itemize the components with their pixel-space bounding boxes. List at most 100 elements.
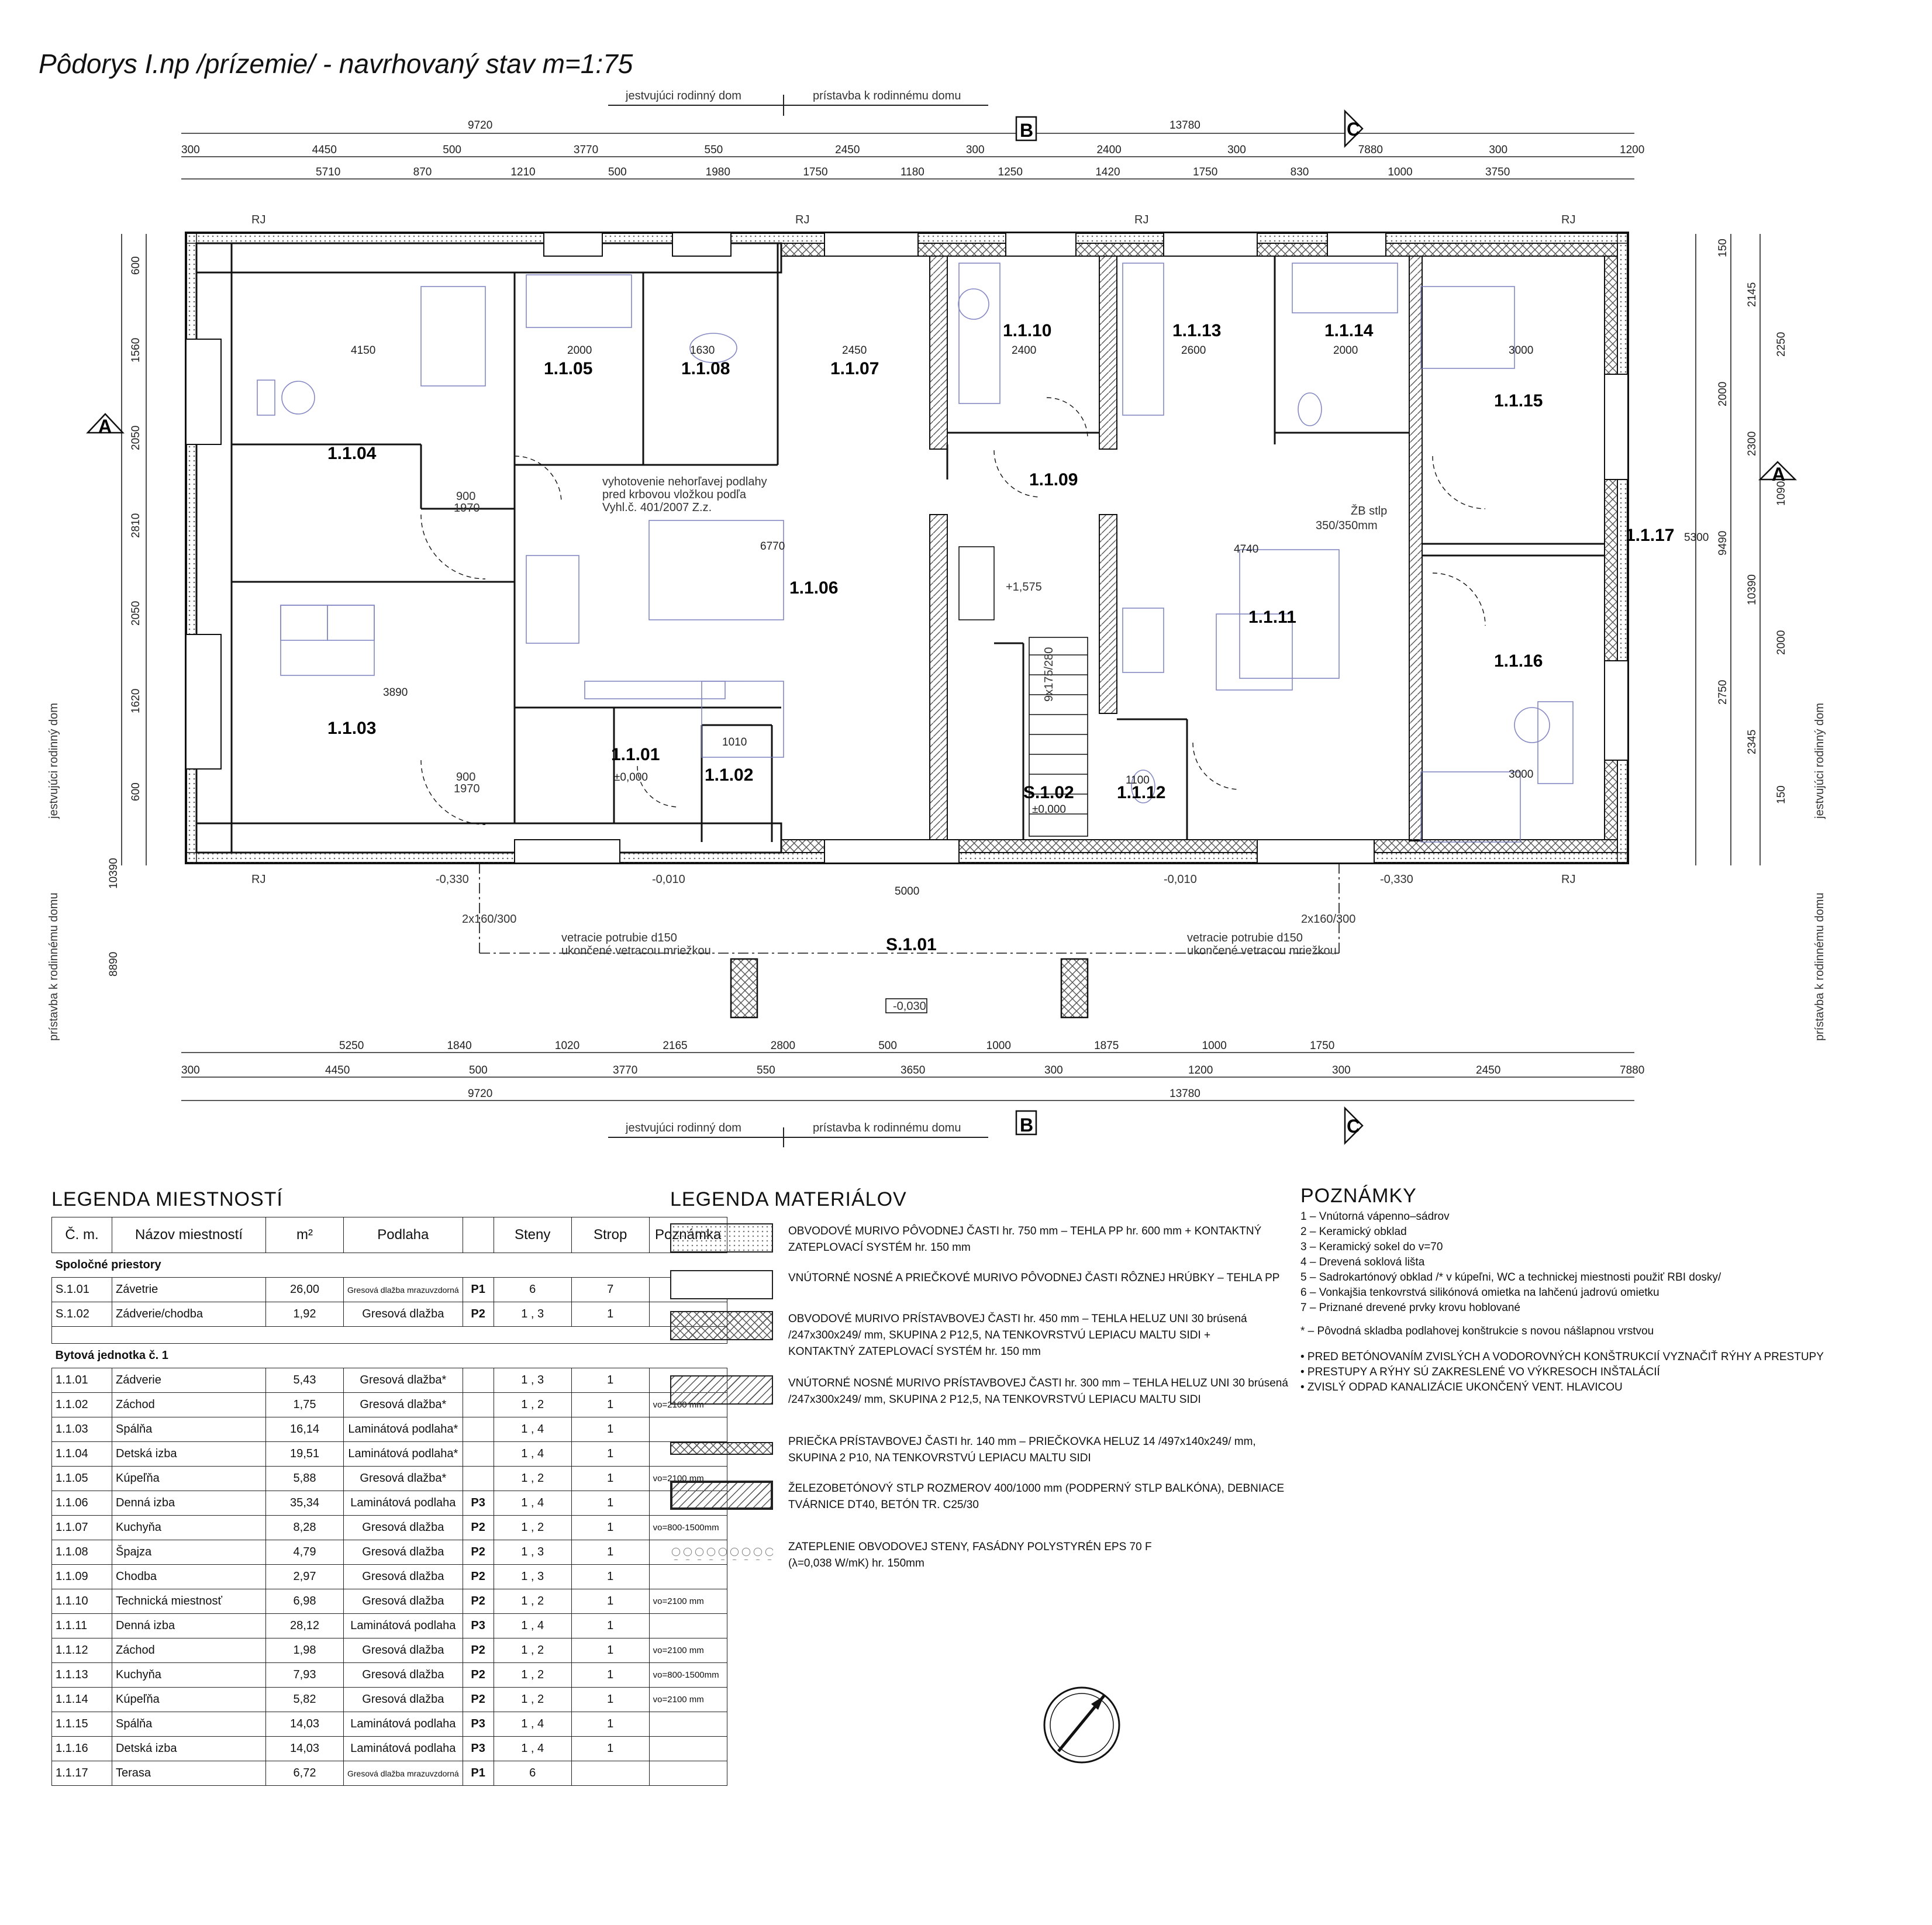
- table-cell: Laminátová podlaha: [343, 1491, 463, 1516]
- table-cell: Kuchyňa: [112, 1515, 266, 1540]
- table-cell: Laminátová podlaha*: [343, 1417, 463, 1442]
- dimension-label-left: 8890: [108, 952, 120, 977]
- table-cell: 6: [493, 1761, 572, 1786]
- room-number: 1.1.16: [1494, 651, 1543, 671]
- table-cell: 1 , 2: [493, 1515, 572, 1540]
- porch: [479, 863, 1340, 1019]
- svg-text:900: 900: [456, 490, 475, 503]
- table-cell: 1 , 3: [493, 1368, 572, 1393]
- table-cell: 1.1.04: [51, 1441, 112, 1467]
- svg-text:-0,030: -0,030: [893, 1000, 926, 1013]
- table-cell: [648, 1613, 727, 1638]
- table-header: Podlaha: [343, 1217, 463, 1253]
- top-label-existing: jestvujúci rodinný dom: [625, 89, 741, 102]
- note-bullet: • ZVISLÝ ODPAD KANALIZÁCIE UKONČENÝ VENT…: [1300, 1381, 1623, 1393]
- side-label-right-addition: prístavba k rodinnému domu: [1813, 893, 1826, 1041]
- table-cell: 1.1.14: [51, 1687, 112, 1712]
- windows: [185, 232, 1629, 864]
- table-cell: 1.1.12: [51, 1638, 112, 1663]
- svg-text:pred krbovou vložkou podľa: pred krbovou vložkou podľa: [602, 488, 747, 501]
- dimension-label: 13780: [1169, 119, 1200, 132]
- svg-text:-0,010: -0,010: [1164, 873, 1197, 886]
- table-cell: P2: [462, 1687, 494, 1712]
- table-cell: 1.1.09: [51, 1564, 112, 1589]
- table-cell: P2: [462, 1540, 494, 1565]
- table-cell: P2: [462, 1638, 494, 1663]
- table-cell: 1,92: [265, 1302, 344, 1327]
- dimension-label: 550: [705, 144, 723, 156]
- table-cell: 28,12: [265, 1613, 344, 1638]
- table-cell: Laminátová podlaha: [343, 1736, 463, 1761]
- room-dimension: 1630: [690, 344, 715, 357]
- section-markers: [86, 109, 1798, 1146]
- svg-text:350/350mm: 350/350mm: [1316, 519, 1378, 532]
- material-item: OBVODOVÉ MURIVO PRÍSTAVBOVEJ ČASTI hr. 4…: [670, 1311, 1315, 1360]
- note-item: 3 – Keramický sokel do v=70: [1300, 1241, 1443, 1253]
- table-cell: 1: [571, 1613, 650, 1638]
- table-cell: 26,00: [265, 1277, 344, 1302]
- table-cell: 5,43: [265, 1368, 344, 1393]
- svg-text:9x175/280: 9x175/280: [1043, 647, 1055, 702]
- table-cell: 1 , 2: [493, 1392, 572, 1417]
- table-cell: [648, 1417, 727, 1442]
- dimension-label: 1020: [555, 1040, 579, 1052]
- table-cell: 1: [571, 1589, 650, 1614]
- table-cell: 1 , 2: [493, 1662, 572, 1688]
- table-header: [462, 1217, 494, 1253]
- dimension-label: 1200: [1620, 144, 1644, 156]
- table-cell: [462, 1466, 494, 1491]
- table-cell: vo=2100 mm: [648, 1687, 727, 1712]
- room-dimension: 4740: [1234, 543, 1258, 556]
- furniture: [257, 263, 1574, 843]
- dimension-label-right: 2750: [1717, 680, 1729, 705]
- dimension-label: 5710: [316, 166, 340, 178]
- section-a-left: A: [98, 416, 112, 437]
- table-cell: 1 , 4: [493, 1441, 572, 1467]
- dimension-label: 4450: [312, 144, 337, 156]
- room-dimension: 4150: [351, 344, 375, 357]
- table-cell: Spálňa: [112, 1712, 266, 1737]
- dimension-label: 1200: [1188, 1064, 1213, 1077]
- room-dimension: 2400: [1012, 344, 1036, 357]
- dimension-label: 1250: [998, 166, 1023, 178]
- table-cell: S.1.02: [51, 1302, 112, 1327]
- dimension-label-left: 2050: [130, 426, 142, 450]
- dimension-label-right: 2250: [1775, 332, 1788, 357]
- table-cell: 1: [571, 1687, 650, 1712]
- table-cell: Gresová dlažba: [343, 1515, 463, 1540]
- table-cell: [571, 1761, 650, 1786]
- room-dimension: 5000: [895, 885, 919, 898]
- material-item: ZATEPLENIE OBVODOVEJ STENY, FASÁDNY POLY…: [670, 1539, 1315, 1572]
- table-cell: 1: [571, 1392, 650, 1417]
- table-cell: Kuchyňa: [112, 1662, 266, 1688]
- dimension-label-right: 150: [1717, 239, 1729, 257]
- table-cell: 1: [571, 1736, 650, 1761]
- bottom-label-addition: prístavba k rodinnému domu: [813, 1122, 961, 1134]
- table-cell: 1 , 4: [493, 1417, 572, 1442]
- table-cell: Gresová dlažba: [343, 1564, 463, 1589]
- svg-text:vyhotovenie nehorľavej podlahy: vyhotovenie nehorľavej podlahy: [602, 475, 767, 488]
- dimension-label: 5250: [339, 1040, 364, 1052]
- svg-text:RJ: RJ: [1134, 213, 1148, 226]
- drawing-title: Pôdorys I.np /prízemie/ - navrhovaný sta…: [39, 49, 633, 79]
- material-text: VNÚTORNÉ NOSNÉ A PRIEČKOVÉ MURIVO PÔVODN…: [788, 1272, 1280, 1284]
- table-cell: 6: [493, 1277, 572, 1302]
- svg-text:900: 900: [456, 771, 475, 784]
- table-cell: Špajza: [112, 1540, 266, 1565]
- dimension-label-right: 2000: [1775, 630, 1788, 655]
- building-outline: [185, 232, 1629, 864]
- table-cell: 35,34: [265, 1491, 344, 1516]
- note-item: 7 – Priznané drevené prvky krovu hoblova…: [1300, 1302, 1521, 1314]
- staircase: [958, 546, 1088, 837]
- side-labels: jestvujúci rodinný dom prístavba k rodin…: [47, 703, 1826, 1041]
- table-cell: Záchod: [112, 1392, 266, 1417]
- svg-text:-0,330: -0,330: [436, 873, 469, 886]
- table-cell: Terasa: [112, 1761, 266, 1786]
